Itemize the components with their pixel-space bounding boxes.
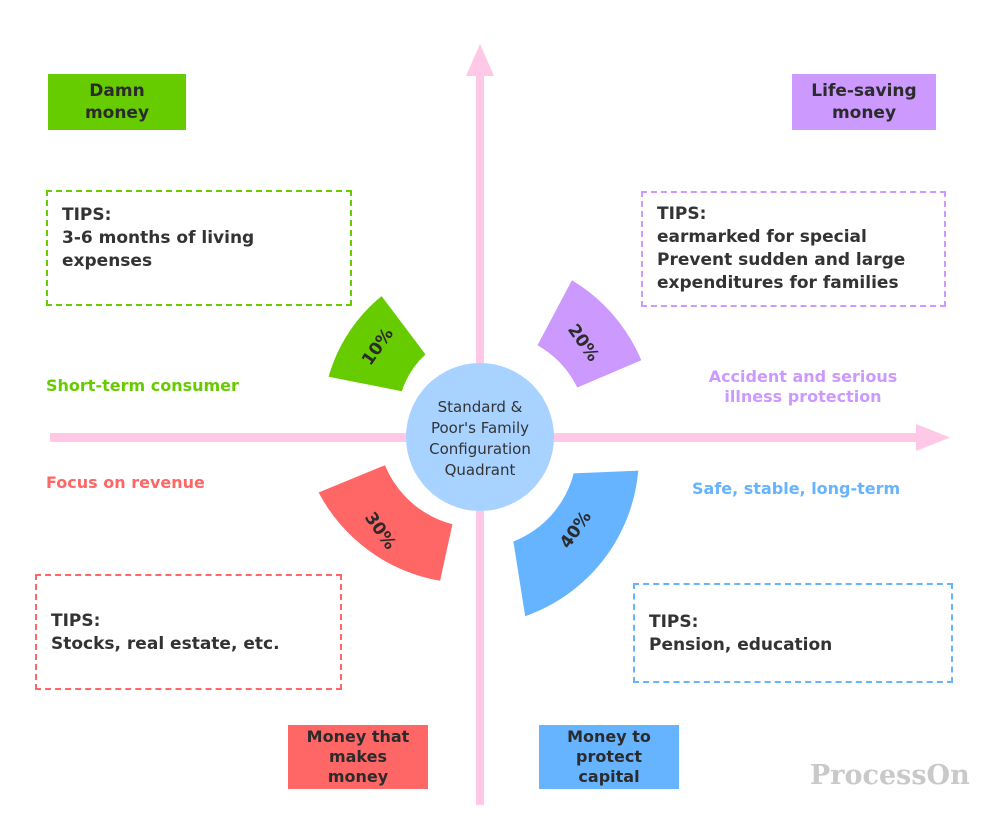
- money-to-protect-capital-label: Money to protect capital: [539, 725, 679, 789]
- segment-40-percent: [513, 470, 639, 617]
- segment-10-percent: [328, 296, 426, 392]
- tips-line: Stocks, real estate, etc.: [51, 634, 280, 654]
- tips-box-bottom-right: TIPS: Pension, education: [633, 583, 953, 683]
- tips-box-top-right: TIPS: earmarked for special Prevent sudd…: [641, 191, 946, 307]
- tips-heading: TIPS:: [51, 611, 101, 631]
- tips-line: Prevent sudden and large: [657, 250, 906, 270]
- short-term-consumer-text: Short-term consumer: [46, 376, 239, 395]
- segment-30-percent: [318, 465, 453, 581]
- focus-on-revenue-text: Focus on revenue: [46, 473, 205, 492]
- tips-heading: TIPS:: [62, 205, 112, 225]
- tips-heading: TIPS:: [657, 204, 707, 224]
- center-circle: [406, 363, 554, 511]
- life-saving-money-label: Life-saving money: [792, 74, 936, 130]
- tips-line: Pension, education: [649, 635, 833, 655]
- tips-heading: TIPS:: [649, 612, 699, 632]
- tips-line: expenditures for families: [657, 273, 899, 293]
- center-title: Standard & Poor's Family Configuration Q…: [429, 398, 531, 479]
- tips-line: earmarked for special: [657, 227, 867, 247]
- safe-stable-text: Safe, stable, long-term: [692, 479, 901, 498]
- horizontal-axis-arrowhead: [916, 424, 950, 451]
- tips-box-top-left: TIPS: 3-6 months of living expenses: [46, 190, 352, 306]
- processon-watermark: ProcessOn: [810, 760, 970, 791]
- segment-20-percent: [537, 280, 642, 388]
- tips-line: expenses: [62, 251, 153, 271]
- damn-money-label: Damn money: [48, 74, 186, 130]
- accident-illness-text: Accident and serious illness protection: [708, 367, 898, 406]
- vertical-axis-arrowhead: [466, 44, 494, 76]
- tips-line: 3-6 months of living: [62, 228, 255, 248]
- tips-box-bottom-left: TIPS: Stocks, real estate, etc.: [35, 574, 342, 690]
- money-that-makes-money-label: Money that makes money: [288, 725, 428, 789]
